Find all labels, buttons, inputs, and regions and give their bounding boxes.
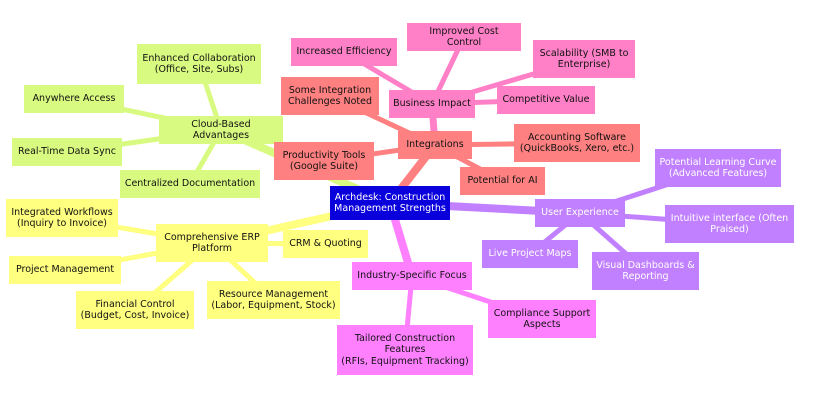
leaf-scalability: Scalability (SMB to Enterprise)	[533, 40, 635, 78]
leaf-cost-control: Improved Cost Control	[407, 23, 521, 51]
leaf-resource-management: Resource Management (Labor, Equipment, S…	[207, 281, 340, 319]
branch-business-impact: Business Impact	[389, 90, 475, 118]
leaf-live-project-maps: Live Project Maps	[482, 240, 578, 268]
leaf-realtime-sync: Real-Time Data Sync	[12, 138, 122, 166]
branch-integrations: Integrations	[398, 131, 472, 159]
leaf-project-management: Project Management	[9, 256, 121, 284]
leaf-financial-control: Financial Control (Budget, Cost, Invoice…	[76, 291, 194, 329]
leaf-centralized-docs: Centralized Documentation	[120, 170, 260, 198]
branch-industry-focus: Industry-Specific Focus	[352, 262, 472, 290]
branch-cloud-advantages: Cloud-Based Advantages	[159, 116, 283, 144]
leaf-increased-efficiency: Increased Efficiency	[291, 38, 397, 66]
leaf-crm-quoting: CRM & Quoting	[283, 230, 368, 258]
branch-erp-platform: Comprehensive ERP Platform	[156, 224, 268, 262]
leaf-accounting-software: Accounting Software (QuickBooks, Xero, e…	[514, 124, 640, 162]
leaf-competitive-value: Competitive Value	[497, 86, 595, 114]
leaf-productivity-tools: Productivity Tools (Google Suite)	[274, 142, 374, 180]
leaf-integrated-workflows: Integrated Workflows (Inquiry to Invoice…	[6, 199, 118, 237]
leaf-intuitive-interface: Intuitive interface (Often Praised)	[665, 205, 794, 243]
leaf-visual-dashboards: Visual Dashboards & Reporting	[592, 252, 699, 290]
branch-user-experience: User Experience	[535, 199, 625, 227]
root-node: Archdesk: Construction Management Streng…	[330, 186, 450, 220]
leaf-anywhere-access: Anywhere Access	[24, 85, 124, 113]
leaf-enhanced-collaboration: Enhanced Collaboration (Office, Site, Su…	[137, 44, 261, 84]
leaf-compliance-support: Compliance Support Aspects	[488, 300, 596, 338]
leaf-learning-curve: Potential Learning Curve (Advanced Featu…	[655, 149, 781, 187]
leaf-potential-ai: Potential for AI	[460, 167, 545, 195]
leaf-tailored-features: Tailored Construction Features (RFIs, Eq…	[337, 325, 473, 375]
leaf-integration-challenges: Some Integration Challenges Noted	[281, 77, 379, 115]
